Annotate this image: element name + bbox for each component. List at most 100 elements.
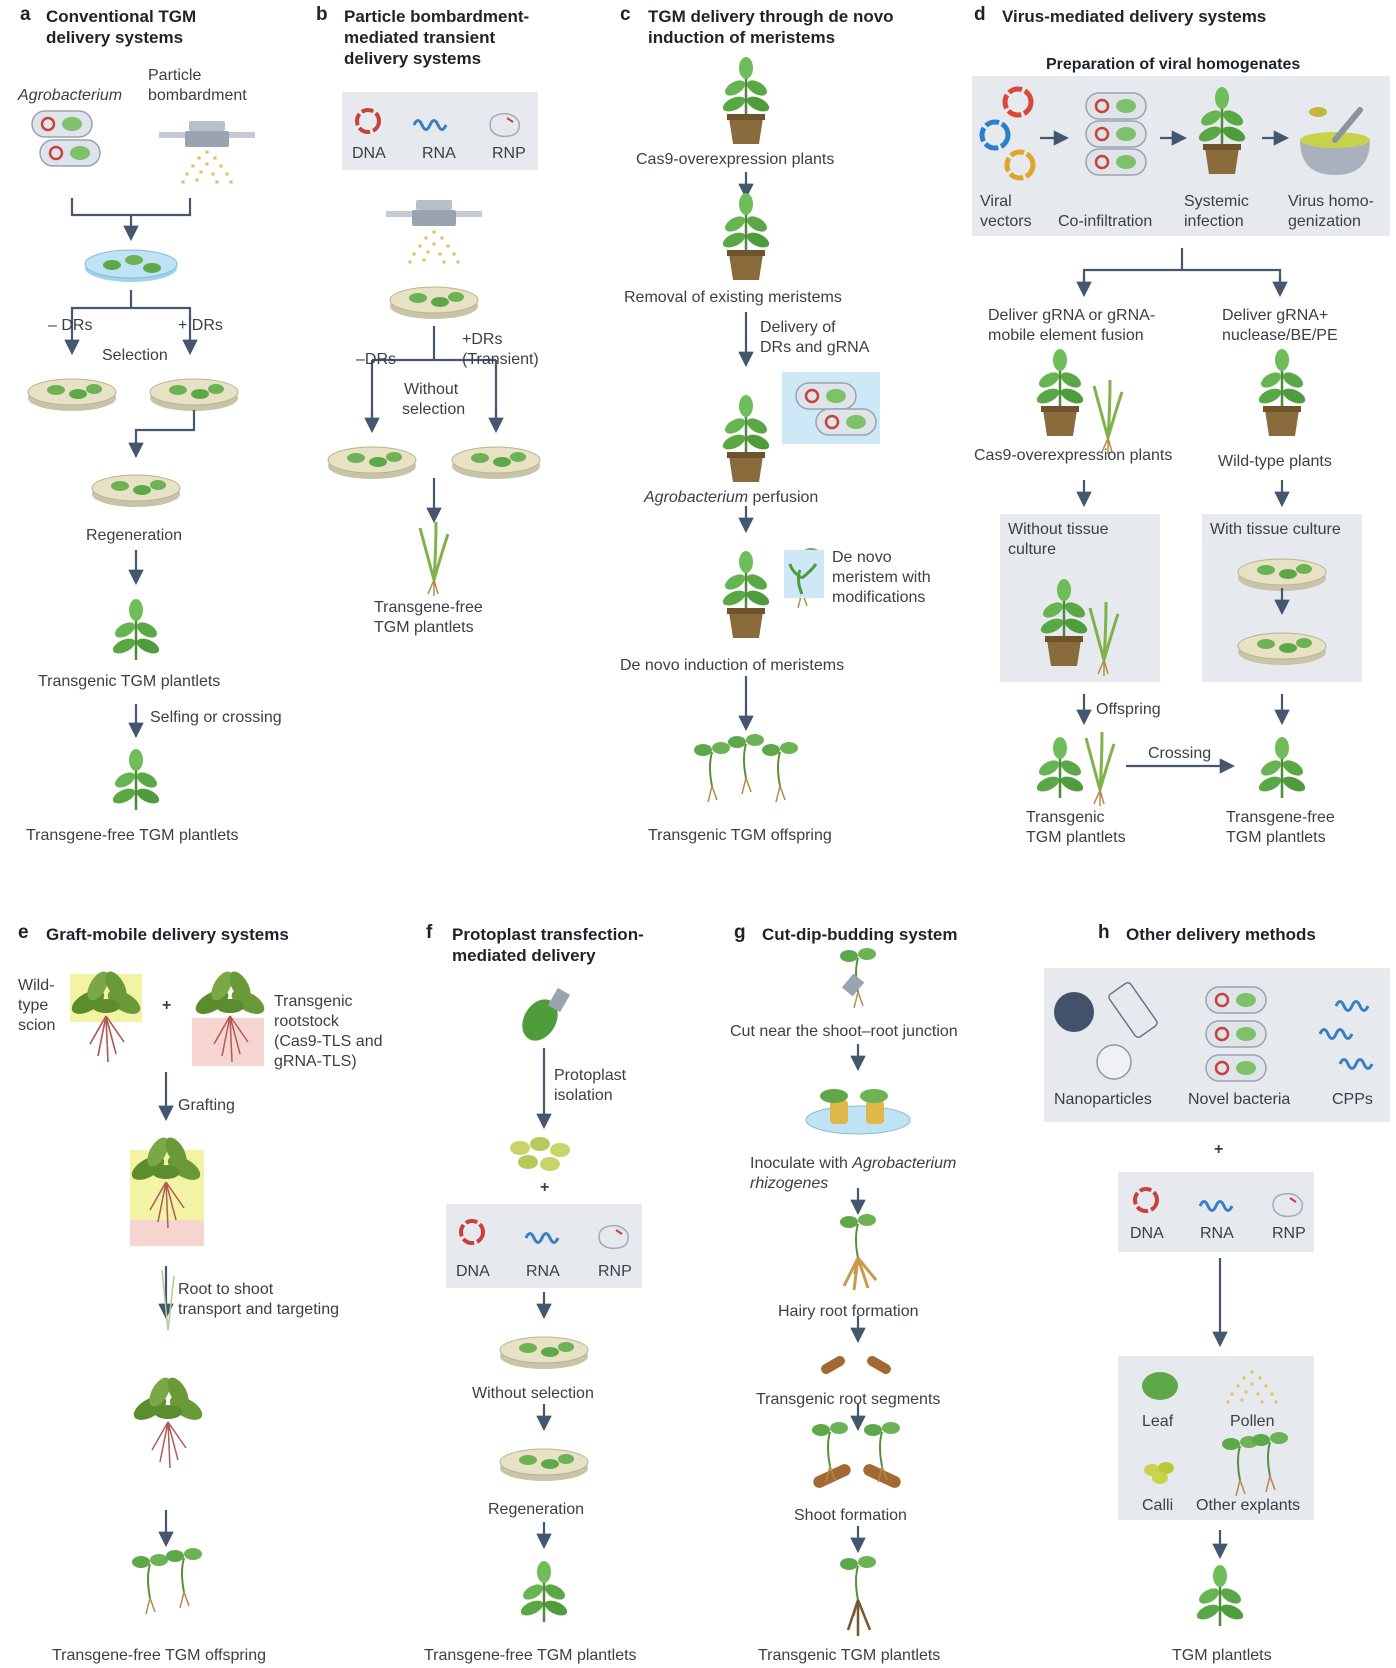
panel-e-result: Transgene-free TGM offspring [52,1647,267,1664]
panel-d-cas9: Cas9-overexpression plants [974,447,1173,464]
panel-f-rnp: RNP [598,1263,632,1280]
panel-d-left-1: Deliver gRNA or gRNA- [988,307,1156,324]
panel-b-dna: DNA [352,145,386,162]
panel-a-selection: Selection [102,347,168,364]
panel-d-right-1: Deliver gRNA+ [1222,307,1329,324]
panel-d-crossing: Crossing [1148,745,1212,762]
panel-b-without-1: Without [404,381,459,398]
panel-f-title-2: mediated delivery [452,946,596,965]
panel-c-denovo-2: meristem with [832,569,931,586]
panel-g-result: Transgenic TGM plantlets [758,1647,941,1664]
panel-b-plus-drs-1: +DRs [462,331,503,348]
panel-a-particle-2: bombardment [148,87,247,104]
panel-a-title-1: Conventional TGM [46,7,197,26]
panel-e-grafting: Grafting [178,1097,235,1114]
panel-d-label: d [974,4,986,25]
panel-b-result-1: Transgene-free [374,599,483,616]
panel-c-graphics [693,55,880,803]
panel-g-inoc-text: Inoculate with [750,1155,853,1172]
panel-e-graft-bottom [130,1220,204,1246]
panel-d-title: Virus-mediated delivery systems [1002,7,1267,26]
panel-h-bacteria: Novel bacteria [1188,1091,1291,1108]
panel-h-title: Other delivery methods [1126,925,1316,944]
panel-h-leaf: Leaf [1142,1413,1174,1430]
panel-f-label: f [426,922,433,943]
panel-b-title-1: Particle bombardment- [344,7,530,26]
panel-a-regeneration: Regeneration [86,527,183,544]
panel-h-rna: RNA [1200,1225,1234,1242]
panel-f-regeneration: Regeneration [488,1501,585,1518]
panel-h-calli: Calli [1142,1497,1174,1514]
panel-d-viral-1: Viral [980,193,1012,210]
panel-c-induction: De novo induction of meristems [620,657,845,674]
panel-d-prep-title: Preparation of viral homogenates [1046,56,1301,73]
panel-b-title-3: delivery systems [344,49,482,68]
panel-c-perfusion-agro: Agrobacterium [644,489,749,506]
panel-d-homo-1: Virus homo- [1288,193,1374,210]
panel-e-root-2: rootstock [274,1013,339,1030]
panel-e-title: Graft-mobile delivery systems [46,925,289,944]
panel-a-plus-drs: + DRs [178,317,223,334]
panel-c-cas9: Cas9-overexpression plants [636,151,835,168]
panel-g-title: Cut-dip-budding system [762,925,958,944]
panel-g-inoc-rhizogenes: rhizogenes [750,1175,829,1192]
panel-c-title-2: induction of meristems [648,28,836,47]
panel-d-with: With tissue culture [1210,521,1341,538]
panel-e-plus: + [162,997,172,1014]
panel-f-iso-1: Protoplast [554,1067,627,1084]
panel-a-transgenic: Transgenic TGM plantlets [38,673,221,690]
panel-e-wild-2: type [18,997,49,1014]
panel-d-systemic-1: Systemic [1184,193,1249,210]
panel-a-selfing: Selfing or crossing [150,709,282,726]
panel-g-cut: Cut near the shoot–root junction [730,1023,958,1040]
panel-h-result: TGM plantlets [1172,1647,1272,1664]
panel-f-dna: DNA [456,1263,490,1280]
panel-a-agrobacterium: Agrobacterium [18,87,123,104]
panel-d-without-box [1000,514,1160,682]
panel-h-explants: Other explants [1196,1497,1301,1514]
panel-f-result: Transgene-free TGM plantlets [424,1647,637,1664]
panel-g-graphics [805,947,911,1636]
panel-g-inoc-agro: Agrobacterium [852,1155,957,1172]
panel-e-root-3: (Cas9-TLS and [274,1033,383,1050]
panel-e-wild-3: scion [18,1017,56,1034]
panel-d-systemic-2: infection [1184,213,1244,230]
panel-f-graphics [459,987,630,1624]
panel-b-minus-drs: –DRs [356,351,397,368]
panel-d-wild: Wild-type plants [1218,453,1332,470]
panel-e-root-4: gRNA-TLS) [274,1053,357,1070]
panel-b-title-2: mediated transient [344,28,496,47]
panel-g-label: g [734,922,746,943]
panel-b-plus-drs-2: (Transient) [462,351,539,368]
panel-d-viral-2: vectors [980,213,1032,230]
panel-h-label: h [1098,922,1110,943]
panel-g-hairy: Hairy root formation [778,1303,919,1320]
panel-a-label: a [20,4,31,25]
panel-f-plus: + [540,1179,550,1196]
panel-d-offspring: Offspring [1096,701,1161,718]
panel-f-iso-2: isolation [554,1087,613,1104]
panel-c-perfusion-text: perfusion [748,489,819,506]
panel-h-rnp: RNP [1272,1225,1306,1242]
panel-c-delivery-2: DRs and gRNA [760,339,870,356]
panel-a-minus-drs: – DRs [48,317,93,334]
panel-h-pollen: Pollen [1230,1413,1275,1430]
panel-c-delivery-1: Delivery of [760,319,836,336]
panel-a-graphics [27,109,255,812]
panel-e-label: e [18,922,29,943]
panel-d-left-2: mobile element fusion [988,327,1144,344]
panel-d-right-2: nuclease/BE/PE [1222,327,1338,344]
panel-a-transgene-free: Transgene-free TGM plantlets [26,827,239,844]
panel-e-graphics [67,968,269,1615]
panel-a-title-2: delivery systems [46,28,184,47]
panel-e-wild-1: Wild- [18,977,55,994]
panel-b-graphics [327,108,541,598]
panel-e-transport-1: Root to shoot [178,1281,274,1298]
panel-d-free-1: Transgene-free [1226,809,1335,826]
panel-g-segments: Transgenic root segments [756,1391,941,1408]
panel-h-dna: DNA [1130,1225,1164,1242]
panel-g-inoc-line1: Inoculate with Agrobacterium [750,1154,956,1174]
panel-d-transgenic-2: TGM plantlets [1026,829,1126,846]
panel-c-denovo-3: modifications [832,589,926,606]
panel-c-denovo-1: De novo [832,549,892,566]
